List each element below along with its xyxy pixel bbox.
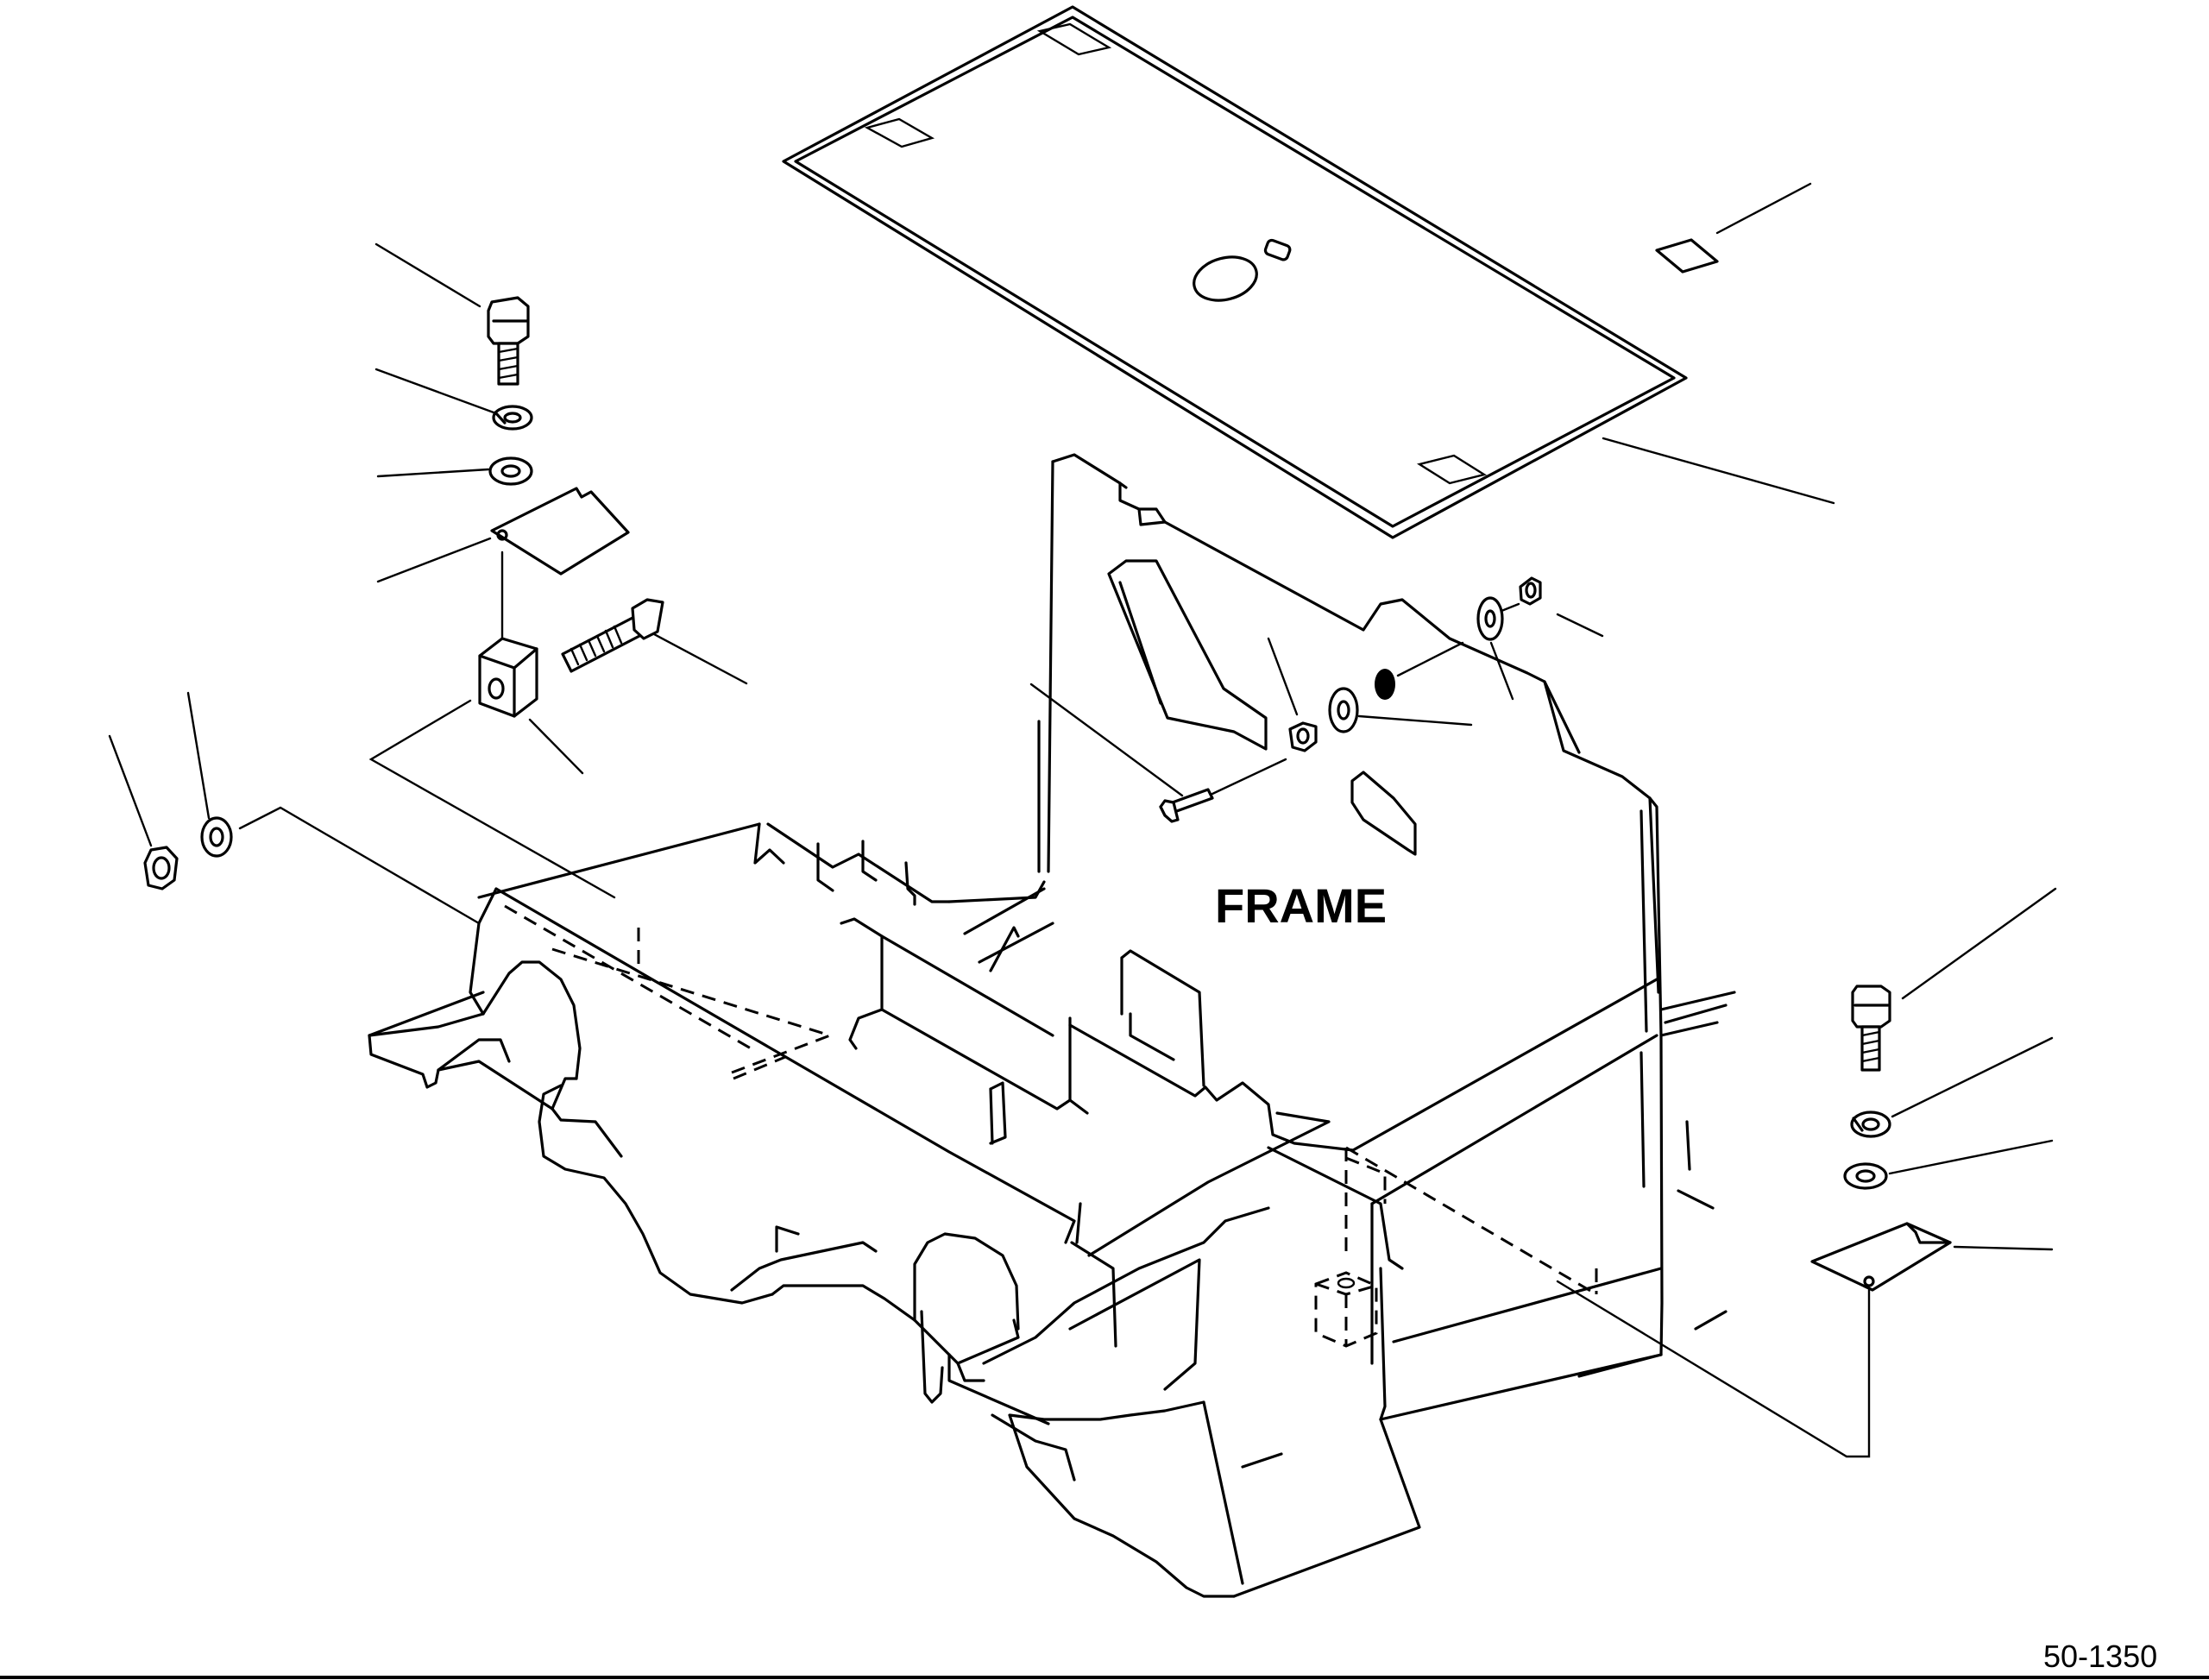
flat-washer-icon [1845, 1164, 1886, 1188]
leader-line [1501, 604, 1519, 611]
hex-nut-icon [145, 847, 177, 889]
leader-line [1954, 1247, 2052, 1249]
leader-line [1603, 438, 1834, 503]
leader-line [1359, 716, 1471, 725]
rubber-grommet-icon [1375, 669, 1395, 700]
flat-washer-icon [1330, 689, 1357, 732]
leader-line [376, 369, 494, 412]
leader-line [240, 808, 479, 923]
leader-line [1491, 643, 1513, 699]
leader-line [1031, 684, 1182, 796]
bracket-plate-icon [1812, 1224, 1950, 1290]
lock-washer-icon [1852, 1112, 1890, 1136]
hex-nut-icon [1290, 723, 1316, 751]
hex-bolt-icon [488, 298, 528, 384]
flat-washer-icon [490, 458, 532, 484]
long-bolt-icon [563, 600, 663, 671]
frame-assembly [369, 455, 1734, 1596]
leader-line [1903, 889, 2055, 998]
hidden-lines [505, 906, 1596, 1294]
floor-mat-tab-icon [1657, 240, 1717, 272]
spacer-block-icon [480, 639, 537, 716]
hex-bolt-icon [1853, 986, 1890, 1070]
lock-washer-icon [494, 406, 532, 429]
spacer-block-icon [1316, 1273, 1376, 1346]
leader-line [1398, 643, 1463, 676]
bracket-plate-icon [492, 488, 628, 574]
leader-line [110, 736, 151, 846]
leader-line [530, 720, 582, 773]
hex-bolt-icon [1161, 790, 1212, 821]
frame-label: FRAME [1215, 878, 1388, 933]
drawing-number: 50-1350 [2043, 1639, 2158, 1674]
leader-line [378, 469, 488, 476]
leader-line [1892, 1038, 2052, 1117]
bottom-border-line [0, 1676, 2209, 1679]
leader-line [1212, 759, 1286, 794]
leader-line [1558, 1281, 1869, 1457]
leader-line [376, 244, 480, 306]
leader-line [378, 538, 490, 582]
leader-line [371, 701, 614, 897]
leader-line [1268, 639, 1297, 714]
flat-washer-icon [202, 818, 231, 856]
leader-line [1717, 184, 1810, 233]
leader-line [1558, 614, 1602, 636]
floor-mat-icon [784, 7, 1686, 538]
flat-washer-icon [1478, 598, 1502, 639]
hex-nut-icon [1520, 578, 1540, 604]
leader-line [654, 634, 746, 683]
leader-line [188, 693, 209, 818]
leader-line [1890, 1141, 2052, 1173]
